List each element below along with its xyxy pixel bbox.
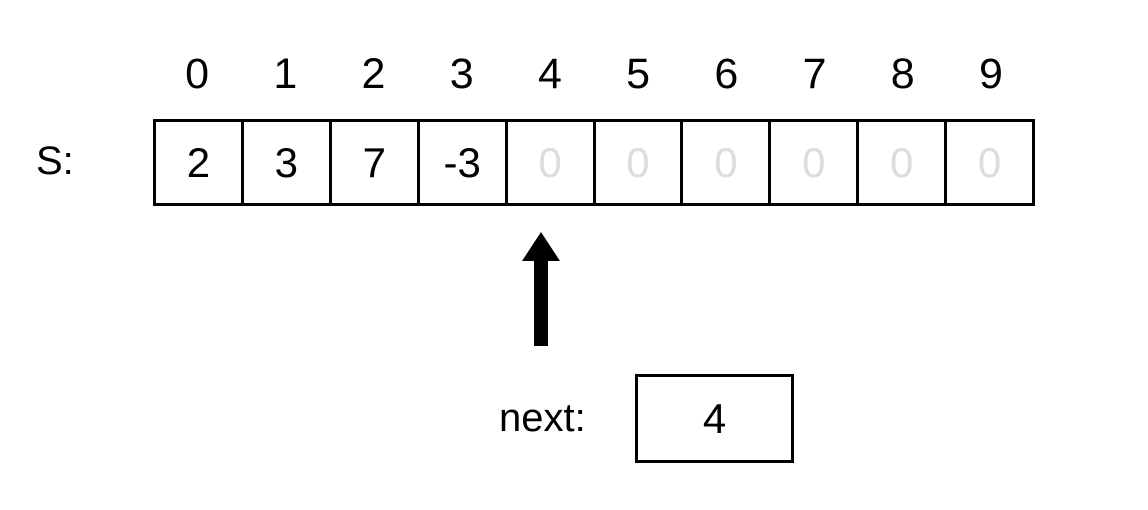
- array-index-9: 9: [978, 50, 1003, 98]
- array-cell-8: 0: [859, 122, 948, 203]
- array-cell-6: 0: [683, 122, 772, 203]
- array-index-2: 2: [361, 50, 386, 98]
- array-name-label: S:: [36, 139, 74, 183]
- array-cell-9: 0: [977, 138, 1002, 186]
- array-container: 2 3 7 -3 0 0 0 0 0 0: [153, 119, 1035, 206]
- array-index-0: 0: [185, 50, 210, 98]
- array-index-3: 3: [449, 50, 474, 98]
- next-value-box: 4: [635, 374, 794, 463]
- next-label: next:: [499, 396, 586, 440]
- up-arrow-icon: [522, 232, 560, 346]
- array-cell-4: 0: [508, 122, 596, 203]
- array-cell-2: 7: [332, 122, 420, 203]
- array-cell-5: 0: [596, 122, 684, 203]
- array-index-8: 8: [890, 50, 915, 98]
- array-cell-1: 3: [244, 122, 332, 203]
- array-cell-3: -3: [420, 122, 508, 203]
- array-index-1: 1: [273, 50, 298, 98]
- array-index-5: 5: [626, 50, 651, 98]
- array-index-row: 0 1 2 3 4 5 6 7 8 9: [153, 44, 1035, 104]
- array-index-6: 6: [714, 50, 739, 98]
- array-cell-0: 2: [156, 122, 244, 203]
- array-index-4: 4: [537, 50, 562, 98]
- array-index-7: 7: [802, 50, 827, 98]
- array-cell-7: 0: [771, 122, 860, 203]
